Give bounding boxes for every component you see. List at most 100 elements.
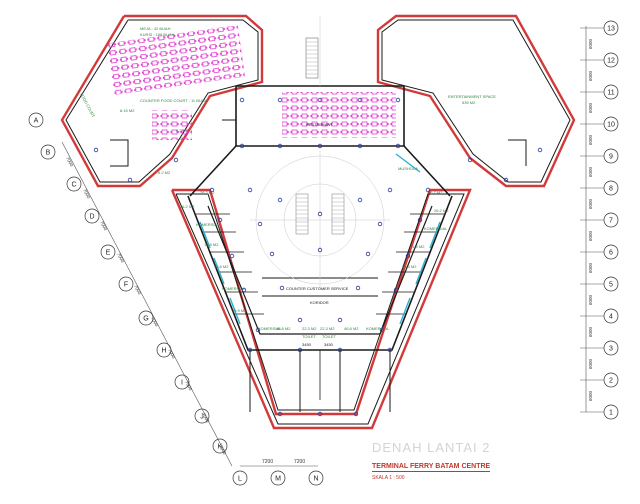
svg-text:3: 3 bbox=[609, 346, 613, 353]
grid-bubble-G: G bbox=[138, 310, 154, 326]
column-marker bbox=[417, 217, 423, 223]
grid-bubble-11: 11 bbox=[580, 84, 619, 100]
room-labels: MEJA : 42 BUAH KURSI : 168 BUAH COUNTER … bbox=[79, 26, 496, 347]
area-label-4: 26.2 M2 bbox=[434, 208, 449, 213]
komersial-label-3: KOMERSIAL bbox=[424, 226, 448, 231]
grid-bubble-I: I bbox=[174, 374, 190, 390]
counter-food-label: COUNTER FOOD COURT : 11 BUAH bbox=[140, 98, 207, 103]
column-marker bbox=[395, 143, 401, 149]
svg-text:9: 9 bbox=[609, 154, 613, 161]
bottom-dim-1: 7200 bbox=[262, 459, 273, 465]
grid-bubble-A: A bbox=[28, 112, 44, 128]
left-dim-9: 7000 bbox=[218, 444, 227, 456]
bottom-dim-2: 7200 bbox=[294, 459, 305, 465]
column-marker bbox=[317, 411, 323, 417]
svg-text:4: 4 bbox=[609, 314, 613, 321]
drawing-scale: SKALA 1 : 500 bbox=[372, 475, 405, 481]
svg-text:2: 2 bbox=[609, 378, 613, 385]
grid-bubble-4: 4 bbox=[580, 308, 619, 324]
left-dimension-line bbox=[61, 141, 233, 467]
grid-bubble-12: 12 bbox=[580, 52, 619, 68]
grid-bubble-6: 6 bbox=[580, 244, 619, 260]
column-marker bbox=[393, 287, 399, 293]
grid-bubble-L: L bbox=[232, 470, 248, 486]
right-dim-5: 6000 bbox=[588, 198, 593, 209]
right-dim-3: 6000 bbox=[588, 134, 593, 145]
grid-bubble-N: N bbox=[308, 470, 324, 486]
svg-text:G: G bbox=[143, 316, 148, 323]
left-dim-8: 7000 bbox=[201, 412, 210, 424]
kursi-label: KURSI : 168 BUAH bbox=[140, 32, 175, 37]
column-marker bbox=[405, 253, 411, 259]
area-label-12: 22.3 M2 bbox=[320, 326, 335, 331]
left-dim-4: 7000 bbox=[133, 284, 142, 296]
area-label-13: 46.8 M2 bbox=[344, 326, 359, 331]
dim-label-b: 3450 bbox=[324, 342, 334, 347]
area-label-10: 46.8 M2 bbox=[276, 326, 291, 331]
svg-text:5: 5 bbox=[609, 282, 613, 289]
column-marker bbox=[173, 157, 179, 163]
column-marker bbox=[537, 147, 543, 153]
column-marker bbox=[377, 221, 383, 227]
counter-cs-label: COUNTER CUSTOMER SERVICE bbox=[286, 286, 349, 291]
column-marker bbox=[279, 285, 285, 291]
column-marker bbox=[257, 221, 263, 227]
column-marker bbox=[355, 285, 361, 291]
svg-text:A: A bbox=[34, 118, 39, 125]
left-dim-2: 7000 bbox=[99, 220, 108, 232]
toilet-label-2: TOILET bbox=[322, 334, 336, 339]
svg-text:I: I bbox=[181, 380, 183, 387]
interior-walls bbox=[110, 85, 527, 412]
left-dim-5: 7000 bbox=[150, 316, 159, 328]
restaurant-label: RESTAURANT bbox=[306, 122, 333, 127]
column-marker bbox=[247, 187, 253, 193]
grid-bubble-D: D bbox=[84, 208, 100, 224]
svg-text:8: 8 bbox=[609, 186, 613, 193]
food-court-label: FOOD COURT bbox=[79, 92, 96, 119]
column-marker bbox=[379, 327, 385, 333]
structural-columns bbox=[93, 97, 543, 417]
komersial-label-4: KOMERSIAL bbox=[258, 326, 282, 331]
column-marker bbox=[241, 287, 247, 293]
column-marker bbox=[277, 411, 283, 417]
left-dim-0: 7000 bbox=[65, 156, 74, 168]
column-marker bbox=[217, 217, 223, 223]
area-label-11: 22.3 M2 bbox=[302, 326, 317, 331]
grid-bubble-2: 2 bbox=[580, 372, 619, 388]
food-court-tables-small bbox=[152, 110, 192, 140]
svg-text:7: 7 bbox=[609, 218, 613, 225]
svg-text:B: B bbox=[46, 150, 51, 157]
koridor-label: KORIDOR bbox=[310, 300, 329, 305]
svg-text:F: F bbox=[124, 282, 128, 289]
grid-bubble-F: F bbox=[118, 276, 134, 292]
entertainment-area: 535 M2 bbox=[462, 100, 476, 105]
column-marker bbox=[337, 317, 343, 323]
title-block: DENAH LANTAI 2 TERMINAL FERRY BATAM CENT… bbox=[372, 440, 522, 481]
area-label-7: 15.8 M2 bbox=[214, 264, 229, 269]
komersial-label-5: KOMERSIAL bbox=[366, 326, 390, 331]
stair-treads bbox=[296, 41, 344, 231]
atrium-guides bbox=[250, 16, 390, 290]
svg-text:12: 12 bbox=[607, 58, 615, 65]
food-court-area: 8.15 M2 bbox=[120, 108, 135, 113]
grid-bubble-5: 5 bbox=[580, 276, 619, 292]
column-marker bbox=[357, 197, 363, 203]
left-dim-1: 7000 bbox=[82, 188, 91, 200]
right-dimensions: 6000600060006000600060006000600060006000… bbox=[588, 38, 593, 401]
svg-text:H: H bbox=[161, 348, 166, 355]
svg-text:10: 10 bbox=[607, 122, 615, 129]
column-marker bbox=[127, 177, 133, 183]
right-dim-1: 6000 bbox=[588, 70, 593, 81]
column-marker bbox=[247, 347, 253, 353]
column-marker bbox=[387, 187, 393, 193]
right-dim-7: 6000 bbox=[588, 262, 593, 273]
grid-bubble-10: 10 bbox=[580, 116, 619, 132]
right-dim-4: 6000 bbox=[588, 166, 593, 177]
column-marker bbox=[425, 187, 431, 193]
grid-bubble-B: B bbox=[40, 144, 56, 160]
area-label-6: 41.8 M2 bbox=[410, 244, 425, 249]
area-label-14: 6.2 M2 bbox=[176, 128, 189, 133]
left-dim-6: 7000 bbox=[167, 348, 176, 360]
